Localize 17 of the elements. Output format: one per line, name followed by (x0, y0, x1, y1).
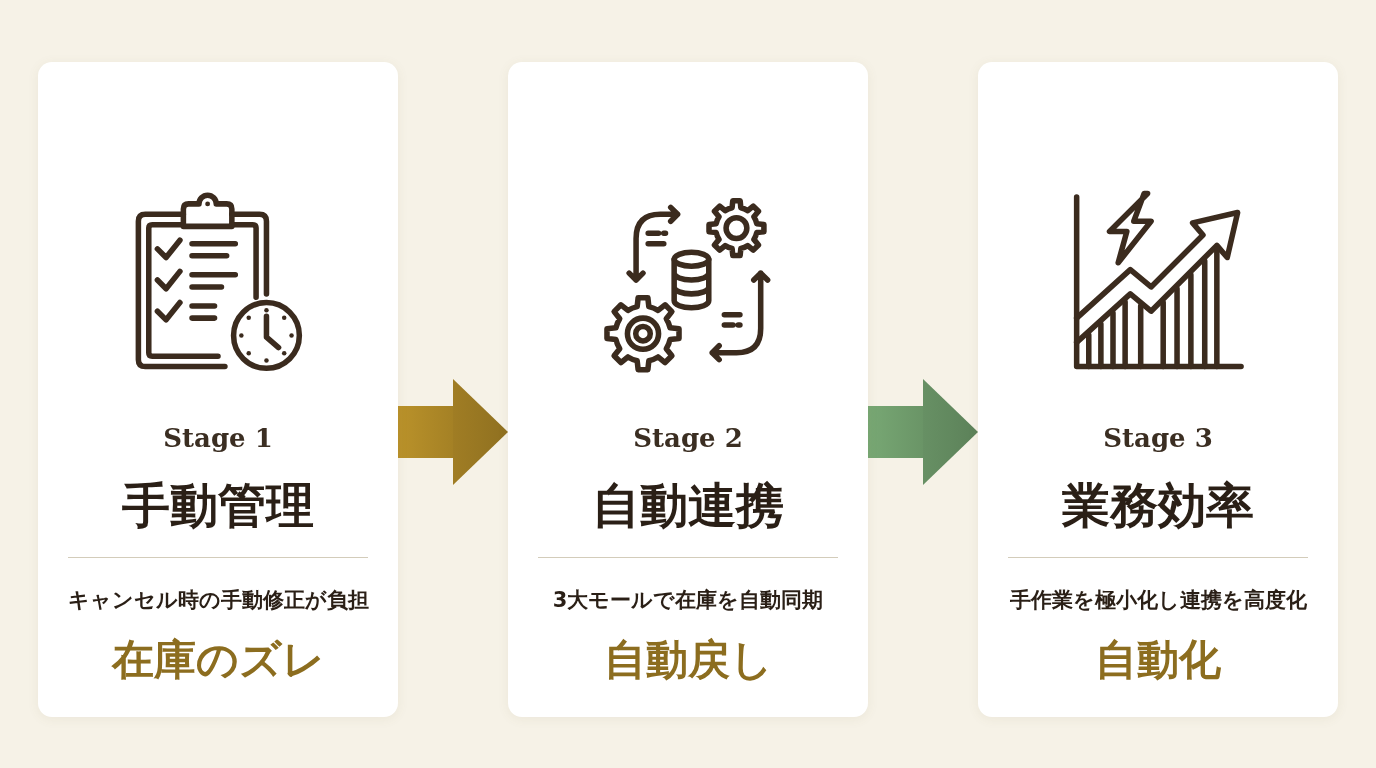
stage-label: Stage 1 (163, 422, 273, 454)
stage-title: 自動連携 (592, 476, 784, 534)
arrow (868, 379, 978, 485)
stage-card (38, 62, 398, 717)
stage-description: 3大モールで在庫を自動同期 (552, 587, 824, 614)
stage-highlight: 自動戻し (603, 634, 773, 686)
stage-highlight: 在庫のズレ (111, 634, 325, 686)
stage-title: 業務効率 (1062, 476, 1254, 534)
stage-description: キャンセル時の手動修正が負担 (67, 587, 369, 614)
stage-label: Stage 2 (633, 422, 743, 454)
stage-highlight: 自動化 (1095, 634, 1221, 686)
stage-label: Stage 3 (1103, 422, 1213, 454)
stage-card (978, 62, 1338, 717)
stage-title: 手動管理 (122, 476, 314, 534)
stage-card (508, 62, 868, 717)
arrow (398, 379, 508, 485)
stage-description: 手作業を極小化し連携を高度化 (1009, 587, 1307, 614)
